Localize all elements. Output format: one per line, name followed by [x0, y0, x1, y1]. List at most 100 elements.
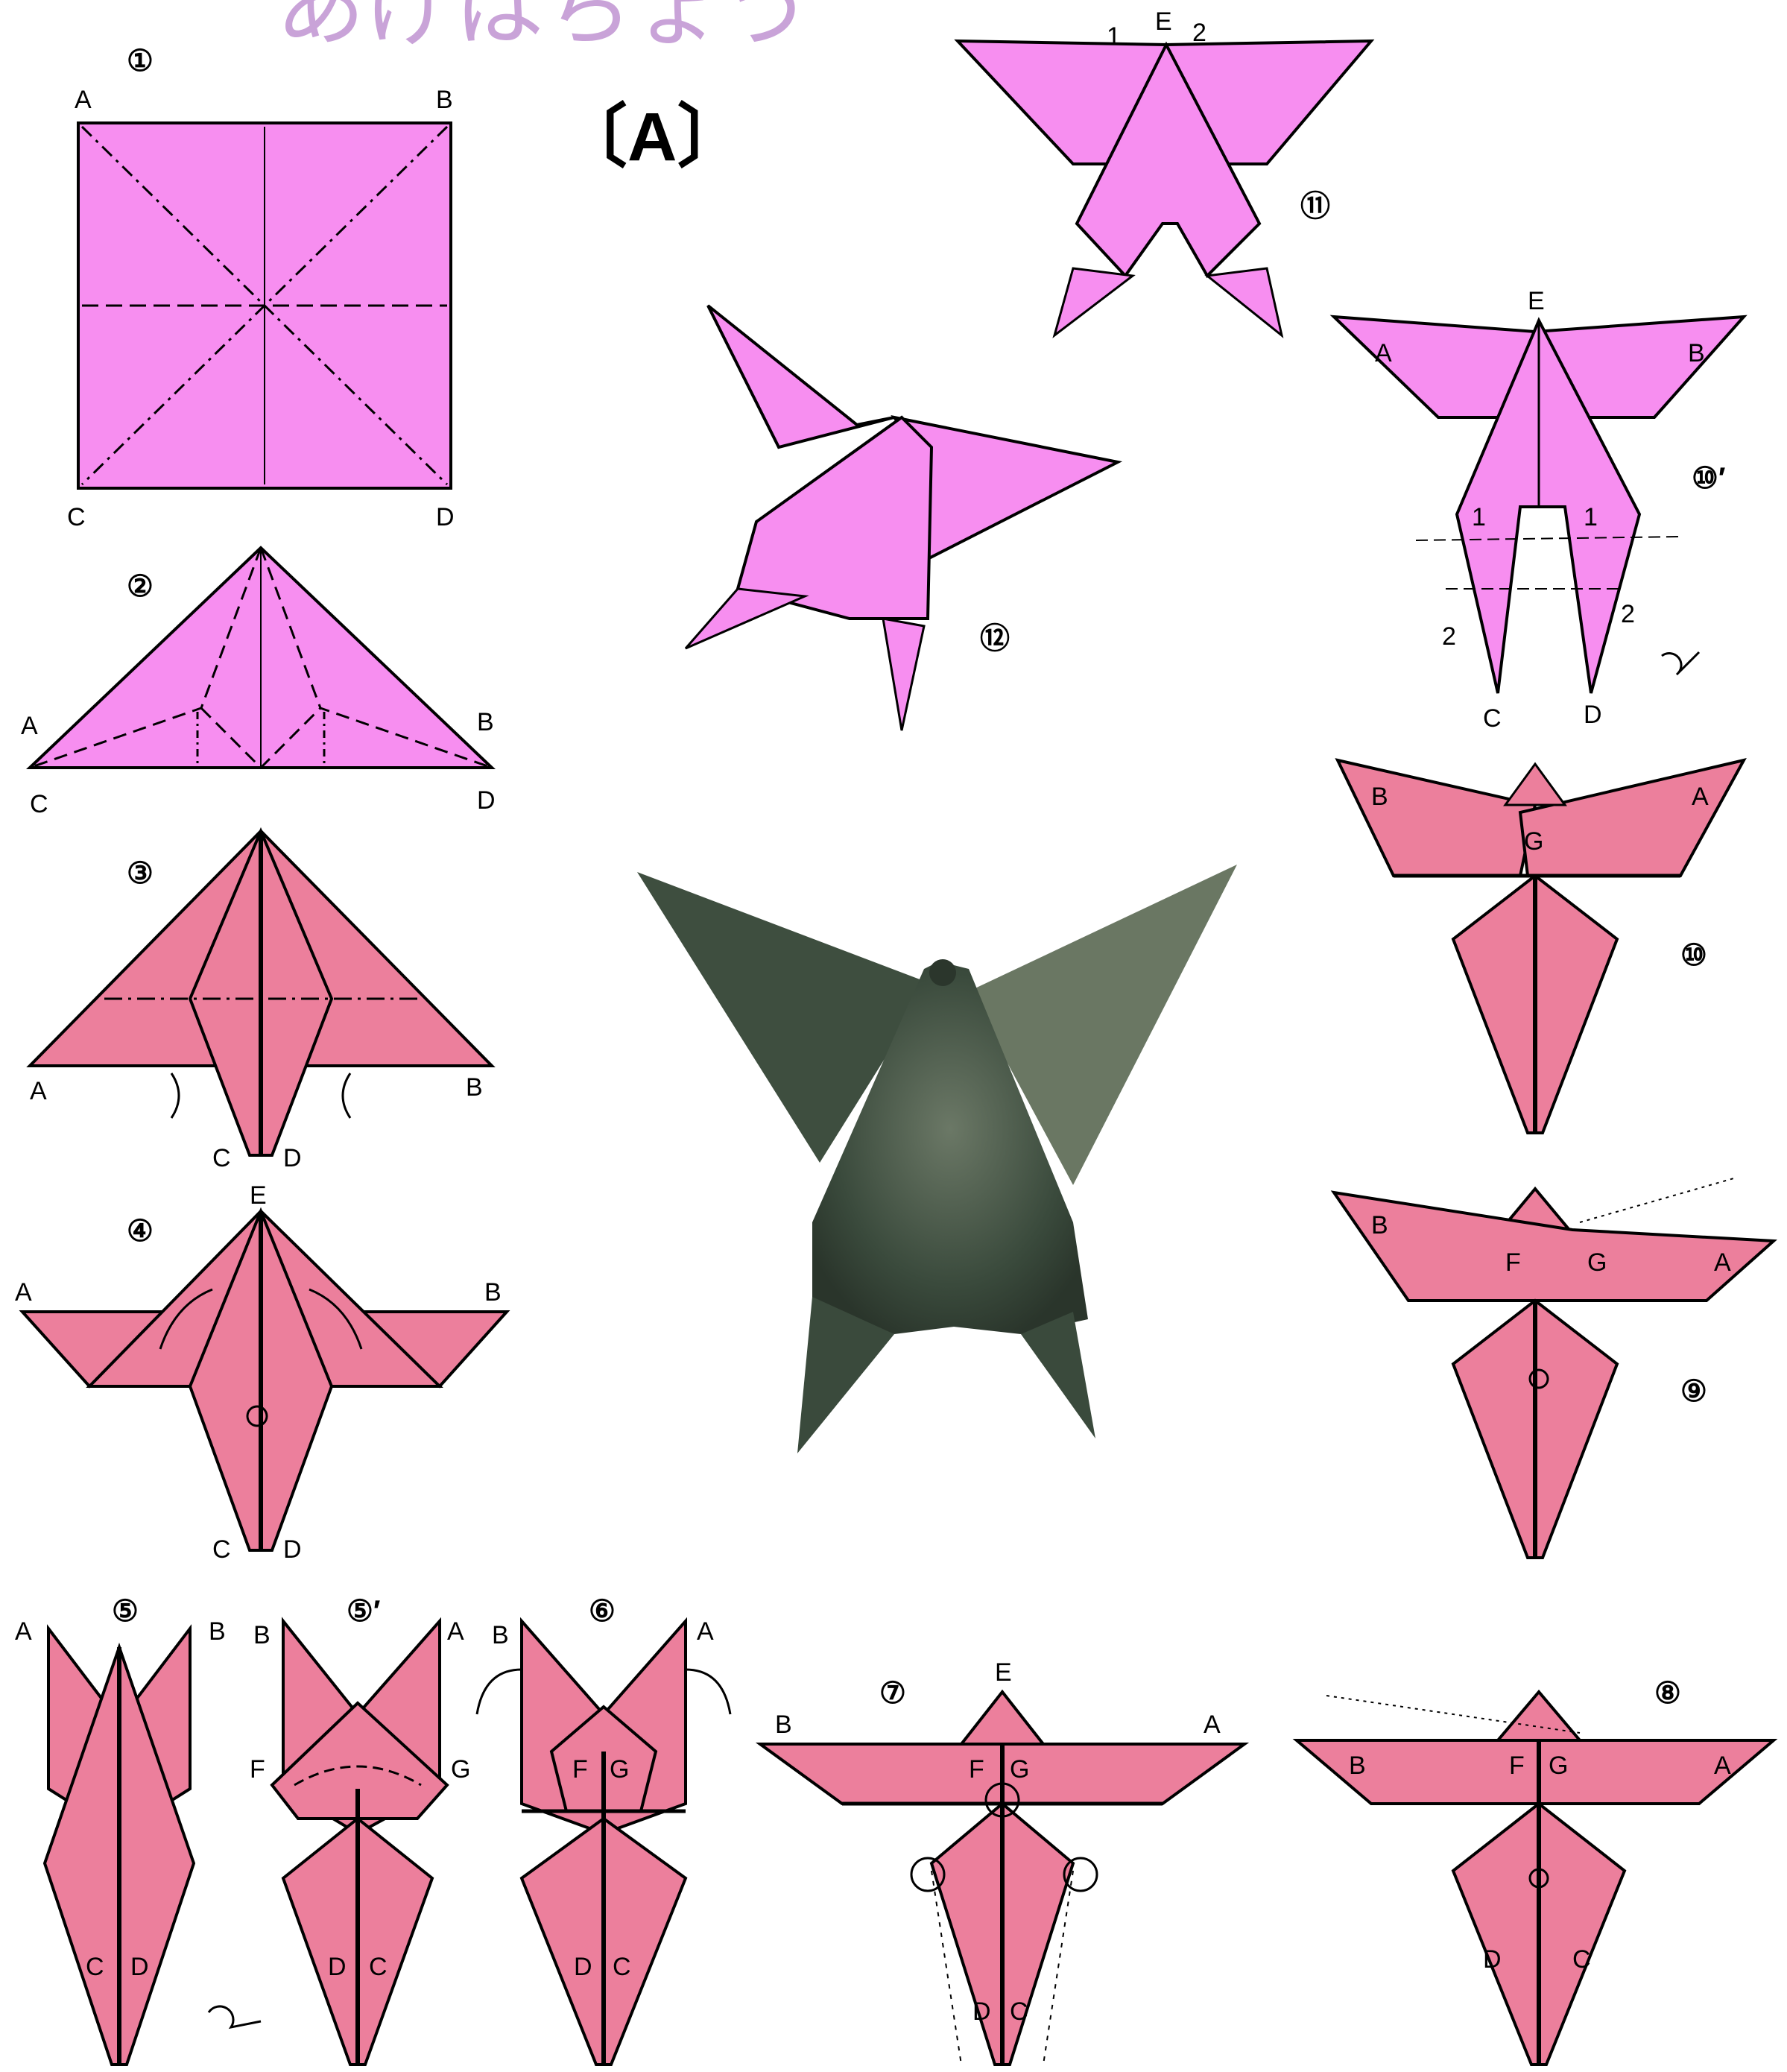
head-tip: [1498, 1692, 1580, 1740]
corner-label: 1: [1584, 503, 1598, 531]
corner-label: C: [67, 503, 86, 531]
step-number: ④: [127, 1215, 154, 1248]
step-number: ⑫: [980, 622, 1010, 655]
step-11: ⑪ 1 E 2: [958, 7, 1371, 335]
corner-label: C: [1010, 1997, 1028, 2026]
corner-label: A: [15, 1617, 32, 1646]
corner-label: 2: [1621, 600, 1635, 628]
corner-label: D: [1584, 701, 1602, 729]
corner-label: B: [253, 1621, 271, 1649]
corner-label: D: [1483, 1945, 1502, 1974]
corner-label: A: [21, 712, 38, 740]
corner-label: G: [610, 1755, 629, 1784]
corner-label: D: [328, 1953, 347, 1981]
corner-label: D: [477, 786, 496, 815]
corner-label: A: [1714, 1248, 1731, 1277]
corner-label: A: [697, 1617, 714, 1646]
corner-label: C: [212, 1144, 231, 1172]
step-7: ⑦ E B A F G D C: [760, 1658, 1244, 2065]
corner-label: D: [283, 1144, 302, 1172]
corner-label: A: [30, 1077, 47, 1105]
left-wing: [1338, 760, 1535, 876]
step-1: ① A B C D: [67, 45, 455, 531]
corner-label: F: [969, 1755, 984, 1784]
step-number: ⑨: [1680, 1375, 1707, 1408]
corner-label: D: [436, 503, 455, 531]
corner-label: A: [1204, 1711, 1221, 1739]
corner-label: E: [1155, 7, 1172, 36]
step-number: ⑦: [879, 1677, 906, 1710]
turn-arrow-icon: [171, 1073, 179, 1118]
valley-fold-line: [1416, 537, 1680, 540]
step-number: ⑥: [589, 1595, 616, 1628]
step-6: ⑥ B A F G D C: [477, 1595, 730, 2065]
corner-label: A: [447, 1617, 464, 1646]
corner-label: 1: [1107, 22, 1121, 51]
step-number: ⑧: [1654, 1677, 1681, 1710]
step-number: ①: [127, 45, 154, 78]
corner-label: F: [1505, 1248, 1521, 1277]
left-tail: [1054, 268, 1133, 335]
corner-label: G: [451, 1755, 470, 1784]
corner-label: E: [250, 1181, 267, 1210]
step-number: ⑤′: [347, 1595, 380, 1628]
variant-label: 〔A〕: [559, 99, 745, 175]
corner-label: A: [1375, 339, 1392, 367]
corner-label: B: [484, 1278, 502, 1307]
corner-label: A: [75, 86, 92, 114]
step-3: ③ A B C D: [30, 831, 492, 1172]
step-number: ⑩′: [1692, 462, 1725, 495]
step-number: ②: [127, 570, 154, 603]
corner-label: D: [574, 1953, 592, 1981]
step-5-prime: ⑤′ B A F G D C: [250, 1595, 470, 2065]
corner-label: B: [477, 708, 494, 736]
corner-label: A: [15, 1278, 32, 1307]
left-tail: [686, 589, 805, 648]
corner-label: F: [1509, 1752, 1525, 1780]
step-9: ⑨ B F G A: [1334, 1178, 1774, 1558]
turn-arrow-icon: [343, 1073, 350, 1118]
corner-label: C: [613, 1953, 631, 1981]
body: [738, 417, 932, 619]
corner-label: C: [369, 1953, 388, 1981]
fold-arrow-icon: [477, 1670, 522, 1714]
right-wing: [1520, 760, 1744, 876]
corner-label: A: [1692, 783, 1709, 811]
corner-label: E: [995, 1658, 1012, 1687]
guide-line: [1580, 1178, 1736, 1222]
corner-label: C: [212, 1535, 231, 1564]
corner-label: B: [1371, 783, 1388, 811]
step-number: ③: [127, 857, 154, 890]
corner-label: 2: [1192, 19, 1206, 47]
finished-butterfly-photo: [637, 865, 1237, 1453]
corner-label: G: [1549, 1752, 1568, 1780]
turn-over-icon: [209, 2006, 261, 2027]
corner-label: D: [972, 1997, 991, 2026]
corner-label: B: [1349, 1752, 1366, 1780]
corner-label: 2: [1442, 622, 1456, 651]
step-8: ⑧ B F G A D C: [1297, 1677, 1774, 2065]
corner-label: D: [283, 1535, 302, 1564]
corner-label: F: [572, 1755, 588, 1784]
wing-bar: [1334, 1193, 1774, 1301]
corner-label: 1: [1472, 503, 1486, 531]
right-tail: [883, 619, 924, 730]
photo-head: [929, 959, 956, 986]
corner-label: A: [1714, 1752, 1731, 1780]
corner-label: G: [1010, 1755, 1029, 1784]
corner-label: G: [1524, 827, 1543, 856]
title-text: あげはちょう: [276, 0, 812, 59]
corner-label: B: [466, 1073, 483, 1102]
corner-label: E: [1528, 287, 1545, 315]
right-tail: [1207, 268, 1282, 335]
corner-label: B: [1371, 1211, 1388, 1239]
back-wing: [708, 306, 894, 447]
head-tip: [961, 1692, 1043, 1744]
step-number: ⑪: [1300, 190, 1330, 223]
wing-bar: [1297, 1740, 1774, 1804]
step-5: ⑤ A B C D: [15, 1595, 261, 2065]
step-2: ② A B C D: [21, 548, 496, 818]
step-12: ⑫: [686, 306, 1118, 730]
step-10-prime: ⑩′ E A B 1 1 2 2 C D: [1334, 287, 1744, 733]
